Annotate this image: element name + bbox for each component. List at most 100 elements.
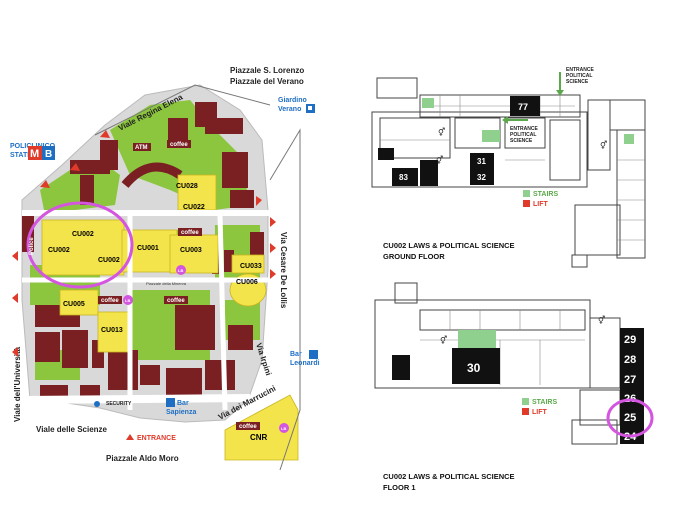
building [80,175,94,205]
legend-stairs-label: STAIRS [532,399,557,406]
wall-block [379,117,451,159]
street-label: Via Cesare De Lollis [279,232,288,309]
room-label-29: 29 [624,334,636,346]
building-label-cu013: CU013 [101,327,123,334]
cnr-label: CNR [250,433,268,442]
building-label-cu002: CU002 [98,257,120,264]
entrance-arrow-icon [270,243,276,253]
building [35,332,60,362]
lift-swatch [523,200,530,207]
wall-block [609,99,646,131]
legend-lift-label: LIFT [533,201,548,208]
building-block [97,311,129,353]
building-label-cu022: CU022 [183,204,205,211]
coffee-label: coffee [181,230,199,236]
building [228,325,253,350]
floorplan-walls [420,310,585,385]
sapienza-label: Sapienza [166,409,196,416]
entrance-label: ENTRANCE [510,126,538,132]
building-block [59,289,99,316]
building-block [169,234,219,274]
building-block [231,254,265,274]
street-label: Viale delle Scienze [36,425,108,434]
security-label: SECURITY [106,401,132,407]
room-25 [620,406,644,426]
metro-icon [28,146,42,160]
coffee-label: coffee [239,424,257,430]
legend-lift-label: LIFT [532,409,547,416]
leonardi-label: Leonardi [290,360,320,367]
building-label-cu005: CU005 [63,301,85,308]
lb-icon [123,295,133,305]
restroom-icon: ⚥ [598,315,605,325]
room-31 [470,153,494,169]
building [70,160,110,174]
building-label-cu028: CU028 [176,183,198,190]
building [62,330,88,368]
street-label: Piazzale S. Lorenzo [230,66,304,75]
entrance-arrow-icon [12,251,18,261]
room-label-30: 30 [467,361,481,375]
entrance-arrow-icon [556,90,564,96]
lb-icon [176,265,186,275]
room-30 [452,348,500,384]
building-block [224,394,299,461]
highlight-circle-room-25 [606,398,654,438]
stairs-area [458,330,496,350]
wall-block [571,254,588,268]
wall-block [616,129,646,259]
tower-rooms: 29 28 27 26 25 24 [620,328,644,444]
campus-buildings [22,102,264,400]
room-28 [620,348,644,368]
campus-boundary [269,128,301,471]
floor-1-plan: 30 29 28 27 26 25 24 ⚥ ⚥ STAIRS LIFT CU0… [374,282,654,492]
room-77 [510,96,540,116]
piazzale-minerva-label: Piazzale della Minerva [146,281,187,286]
room-27 [620,368,644,388]
building [230,190,254,208]
building [205,360,235,390]
lift-swatch [522,408,529,415]
building [22,212,34,252]
wall-block [376,77,418,99]
entrance-arrow-icon [12,293,18,303]
building-label-cu003: CU003 [180,247,202,254]
bar-label: Bar [177,400,189,407]
legend-stairs-label: STAIRS [533,191,558,198]
entrance-label: SCIENCE [566,79,589,85]
entrance-arrow-icon [126,434,134,440]
building [121,162,183,189]
atm-label: ATM [135,145,148,151]
wall-block [574,204,621,256]
highlight-circle-cu002 [26,201,134,289]
wall-block [419,94,581,118]
stairs-area [422,98,434,108]
police-label: Police [29,237,35,255]
cafe-icon [309,350,318,359]
building [205,118,243,134]
restroom-icon: ⚥ [600,140,607,150]
restroom-icon: ⚥ [438,127,445,137]
road [217,214,228,411]
lb-label: LB [178,268,183,273]
building-label-cu002: CU002 [48,247,70,254]
wall-block [587,99,611,171]
giardino-label: Giardino [278,97,307,104]
room-label-31: 31 [477,157,486,166]
restroom-icon: ⚥ [440,335,447,345]
building-label-cu033: CU033 [240,263,262,270]
entrance-label: ENTRANCE [137,435,176,442]
room-block [420,160,438,186]
entrance-arrow-icon [70,163,80,171]
entrance-arrow-icon [12,347,18,357]
wall-block [589,317,621,389]
wall-block [549,119,581,181]
building-label-cu006: CU006 [236,279,258,286]
building [175,305,215,350]
street-label: Piazzale Aldo Moro [106,454,179,463]
coffee-badge [167,140,191,148]
stairs-area [482,130,500,142]
entrance-arrow-icon [270,269,276,279]
roads [21,210,270,411]
